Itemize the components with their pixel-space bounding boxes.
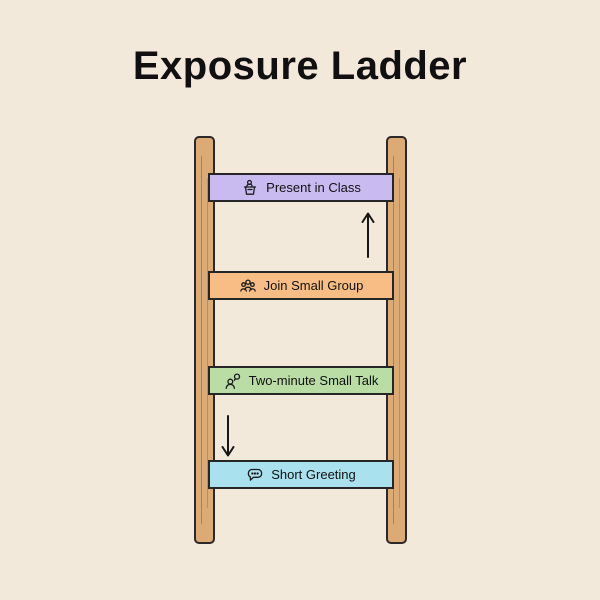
rung-label: Short Greeting [271, 467, 356, 482]
presenter-podium-icon [244, 179, 257, 195]
ladder-right-rail [386, 136, 407, 544]
page-title: Exposure Ladder [132, 44, 468, 88]
rung-join-small-group: Join Small Group [208, 271, 394, 300]
rung-two-minute-small-talk: Two-minute Small Talk [208, 366, 394, 395]
rung-label: Join Small Group [263, 278, 364, 293]
speech-bubble-icon [247, 468, 263, 481]
rung-label: Two-minute Small Talk [248, 373, 379, 388]
rung-label: Present in Class [266, 180, 361, 195]
rung-present-in-class: Present in Class [208, 173, 394, 202]
people-group-icon [239, 278, 256, 292]
rung-short-greeting: Short Greeting [208, 460, 394, 489]
person-talking-icon [225, 372, 240, 389]
down-arrow-icon [221, 415, 235, 457]
up-arrow-icon [361, 212, 375, 258]
ladder-left-rail [194, 136, 215, 544]
